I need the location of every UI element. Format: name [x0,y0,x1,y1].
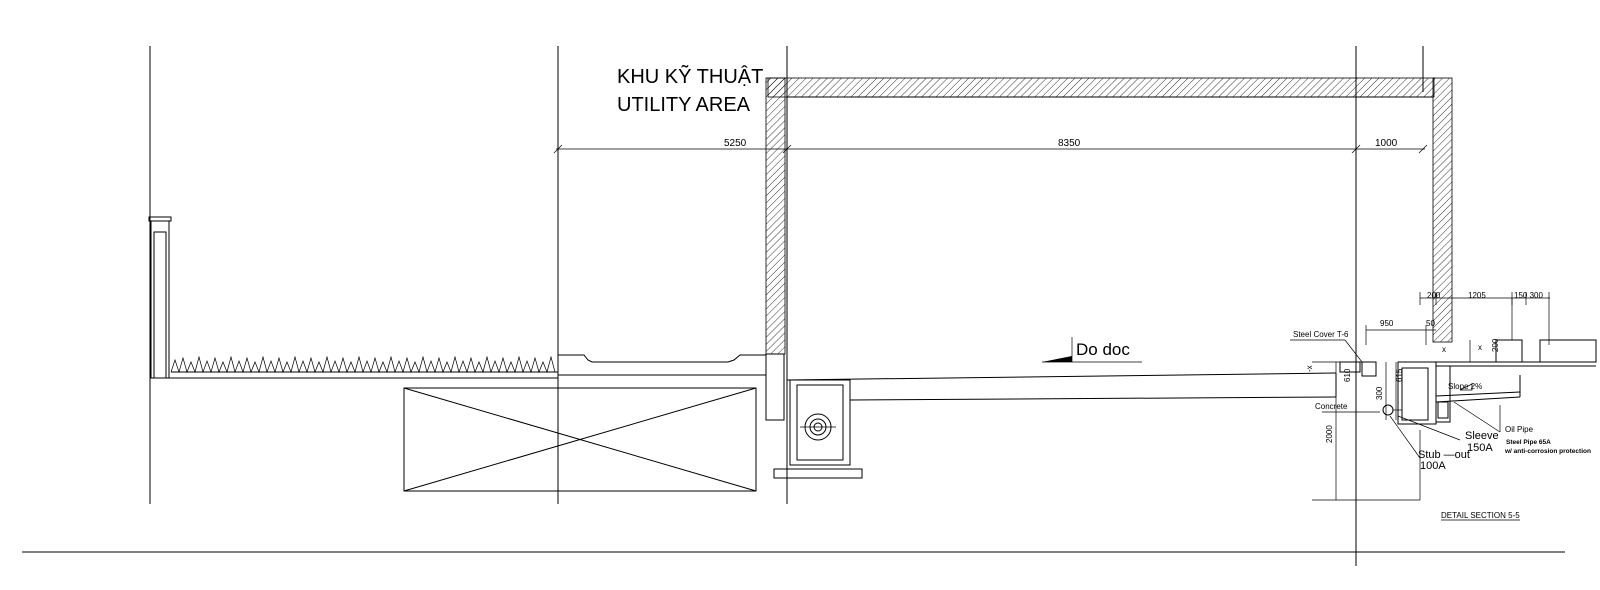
anti-corrosion-label: w/ anti-corrosion protection [1504,448,1591,455]
marker-x3: x [1478,343,1482,352]
title-vietnamese: KHU KỸ THUẬT [617,64,763,88]
dim-300: 300 [1375,386,1384,400]
oil-pipe-label: Oil Pipe [1505,425,1534,434]
dim-8350: 8350 [1058,138,1081,149]
gate-post [148,216,172,379]
title-english: UTILITY AREA [617,94,751,116]
dim-150-300: 150 300 [1514,291,1543,300]
top-dimension-line [553,144,1428,154]
stub-out-label: Stub —out [1418,449,1470,461]
dim-50: 50 [1426,319,1435,328]
slope-2-label: Slope 2% [1448,382,1482,391]
hatched-walls [765,77,1453,355]
detail-section [1290,292,1597,501]
steel-pipe-label: Steel Pipe 65A [1506,439,1551,446]
sleeve-label: Sleeve [1465,430,1499,442]
section-title: DETAIL SECTION 5-5 [1441,511,1520,520]
dim-2000: 2000 [1325,425,1334,443]
curb-profile [558,353,785,421]
concrete-label: Concrete [1315,402,1348,411]
sloped-slab [786,372,1337,401]
drain-pit [773,379,863,479]
dim-950: 950 [1380,319,1394,328]
dim-610: 610 [1343,368,1352,382]
dim-1000: 1000 [1375,138,1398,149]
stub-out-size: 100A [1420,460,1446,472]
marker-x2: x [1442,345,1446,354]
slope-label: Do doc [1076,340,1130,359]
grass-strip [150,355,558,379]
slope-arrow [1042,337,1142,363]
dim-200-side: 200 [1491,338,1500,352]
grid-lines [22,46,1565,566]
steel-cover-label: Steel Cover T-6 [1293,330,1349,339]
dim-5250: 5250 [724,138,747,149]
foundation-box [403,387,757,492]
sleeve-size: 150A [1467,442,1493,454]
marker-x1: -x [1305,365,1314,372]
dim-615: 615 [1395,368,1404,382]
dim-200-top: 200 [1427,291,1441,300]
dim-1205: 1205 [1468,291,1486,300]
